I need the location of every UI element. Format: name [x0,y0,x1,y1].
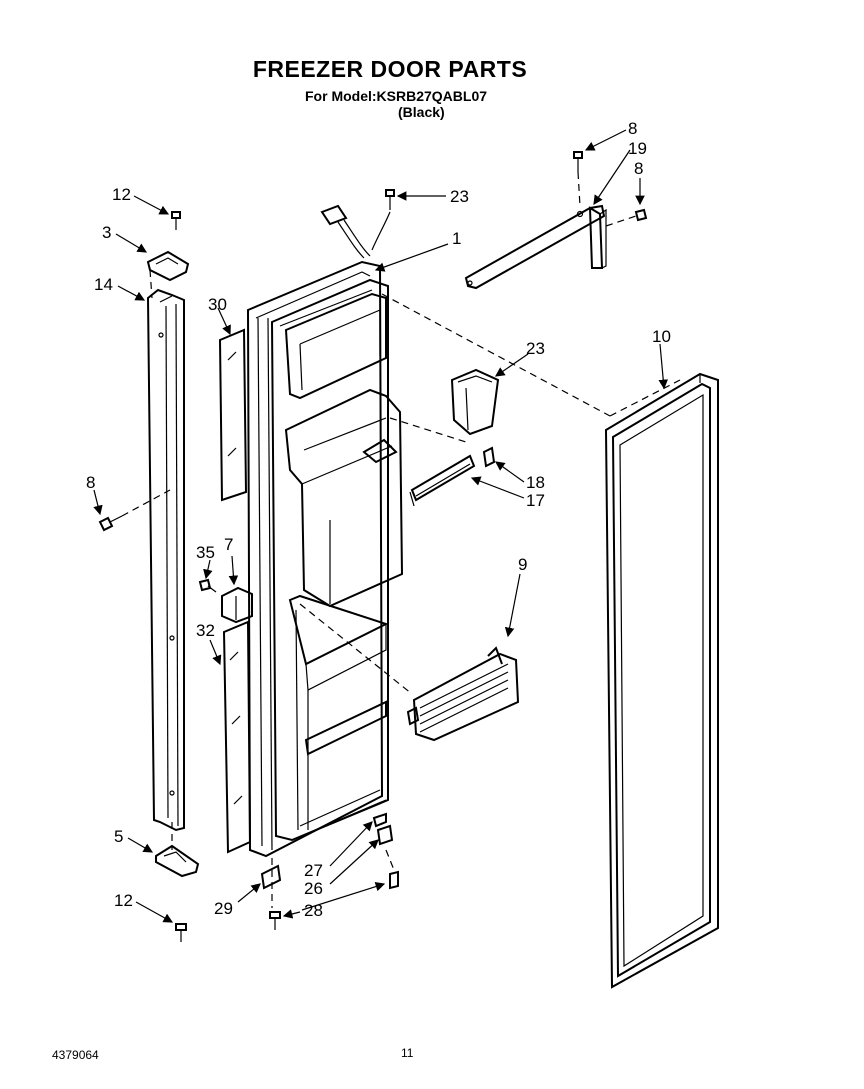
callout-5: 5 [114,827,123,846]
screw-8-top [573,151,583,207]
callout-18: 19 [628,139,647,158]
screw-35 [198,578,217,593]
callout-1: 1 [452,229,461,248]
screw-8-right [605,208,648,227]
dispenser-chute [450,368,500,436]
door-handle [146,288,185,832]
callout-7: 7 [224,535,233,554]
callout-27: 27 [304,861,323,880]
callout-28: 28 [304,901,323,920]
screw-28-b [269,911,281,930]
callout-12-top: 12 [112,185,131,204]
bracket-9 [406,646,520,742]
callout-labels: 12 3 14 8 30 35 7 32 5 12 29 27 26 28 23… [86,119,671,920]
screw-8-left [98,489,171,532]
handle-bracket-top [146,250,190,282]
screw-28-a [385,849,399,890]
door-gasket [604,372,719,989]
callout-32: 32 [196,621,215,640]
alignment-line-gasket-2 [609,379,681,417]
callout-12-bottom: 12 [114,891,133,910]
page-title: FREEZER DOOR PARTS [252,56,528,82]
leader-arrows [93,129,669,923]
screw-19 [385,189,395,210]
hinge-29 [260,864,282,890]
callout-3: 3 [102,223,111,242]
model-line: For Model:KSRB27QABL07 [305,88,488,104]
alignment-line-handle-top [149,269,153,299]
callout-29: 29 [214,899,233,918]
callout-8-right: 8 [634,159,643,178]
alignment-line-rail [389,417,467,443]
callout-14: 14 [94,275,113,294]
callout-10: 10 [652,327,671,346]
callout-26: 26 [304,879,323,898]
callout-9: 9 [518,555,527,574]
panel-30 [218,328,248,502]
door-liner [246,260,404,858]
color-line: (Black) [398,104,445,120]
callout-23-label: 23 [526,339,545,358]
callout-17: 18 [526,473,545,492]
callout-19: 23 [450,187,469,206]
doc-number: 4379064 [52,1048,99,1062]
top-hinge-strap [464,204,607,290]
callout-16: 17 [526,491,545,510]
clip-17 [482,446,496,468]
screw-12-top [171,211,181,230]
panel-32 [222,620,252,854]
handle-bracket-bottom [155,844,200,878]
callout-30: 30 [208,295,227,314]
callout-35: 35 [196,543,215,562]
wire-harness [320,204,391,259]
bushing-26 [376,824,394,846]
screw-12-bottom [175,923,187,942]
callout-8-top: 8 [628,119,637,138]
rail-16 [409,454,476,507]
washer-27 [372,812,387,828]
alignment-line-bracket [299,603,413,695]
part-7-block [221,586,253,624]
callout-8-left: 8 [86,473,95,492]
page-number: 11 [401,1046,414,1060]
